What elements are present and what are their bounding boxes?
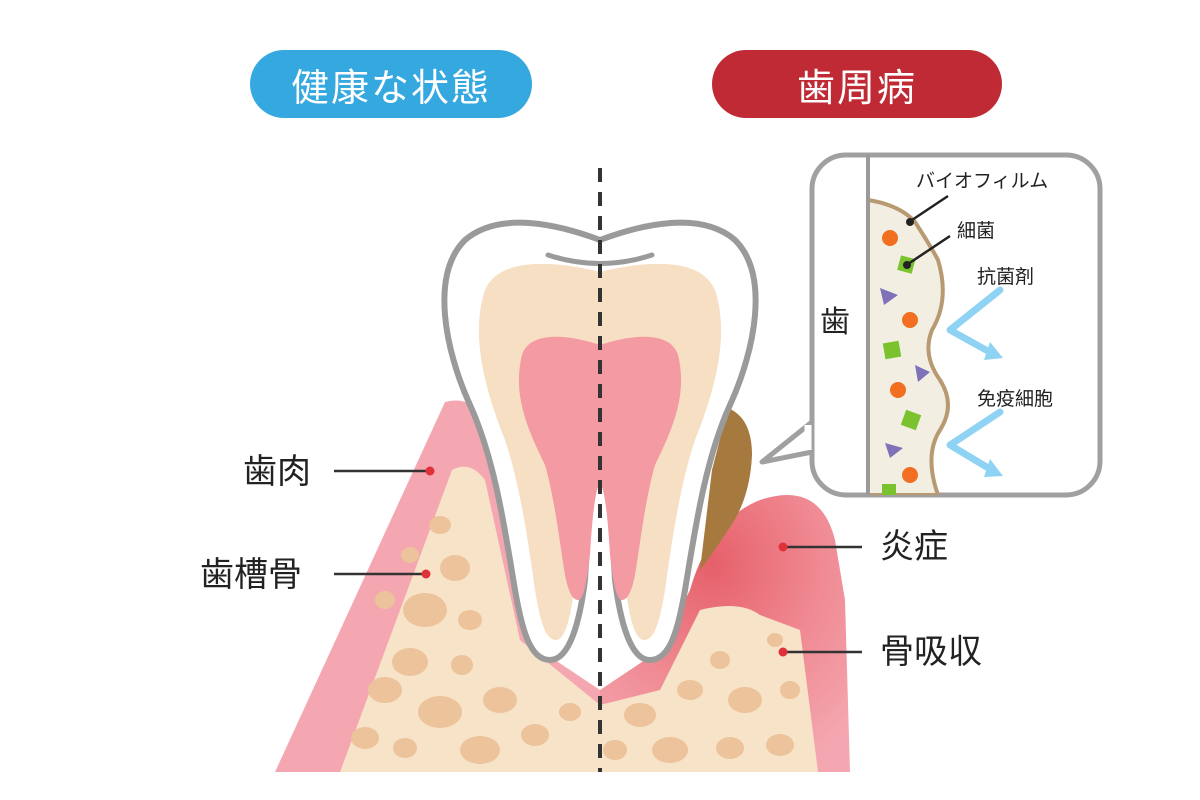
antibacterial-label: 抗菌剤 (977, 266, 1035, 288)
bone-spots (351, 516, 800, 764)
immune-cells-label: 免疫細胞 (977, 388, 1054, 410)
tartar (700, 408, 752, 570)
alveolar-bone-resorbed (600, 606, 818, 772)
gum-label: 歯肉 (243, 452, 311, 492)
healthy-state-header: 健康な状態 (250, 50, 532, 118)
bacteria-label: 細菌 (957, 220, 996, 242)
bone-resorption-label: 骨吸収 (880, 632, 982, 672)
alveolar-bone-label: 歯槽骨 (200, 555, 302, 595)
immune-arrow (946, 408, 1004, 476)
biofilm-label: バイオフィルム (916, 170, 1049, 192)
antibacterial-arrow (946, 286, 1004, 359)
inset-tooth-label: 歯 (820, 305, 850, 340)
inflammation-label: 炎症 (880, 527, 948, 567)
periodontal-disease-header: 歯周病 (712, 50, 1002, 118)
leader-lines (334, 466, 862, 657)
biofilm-inset (759, 152, 1103, 498)
